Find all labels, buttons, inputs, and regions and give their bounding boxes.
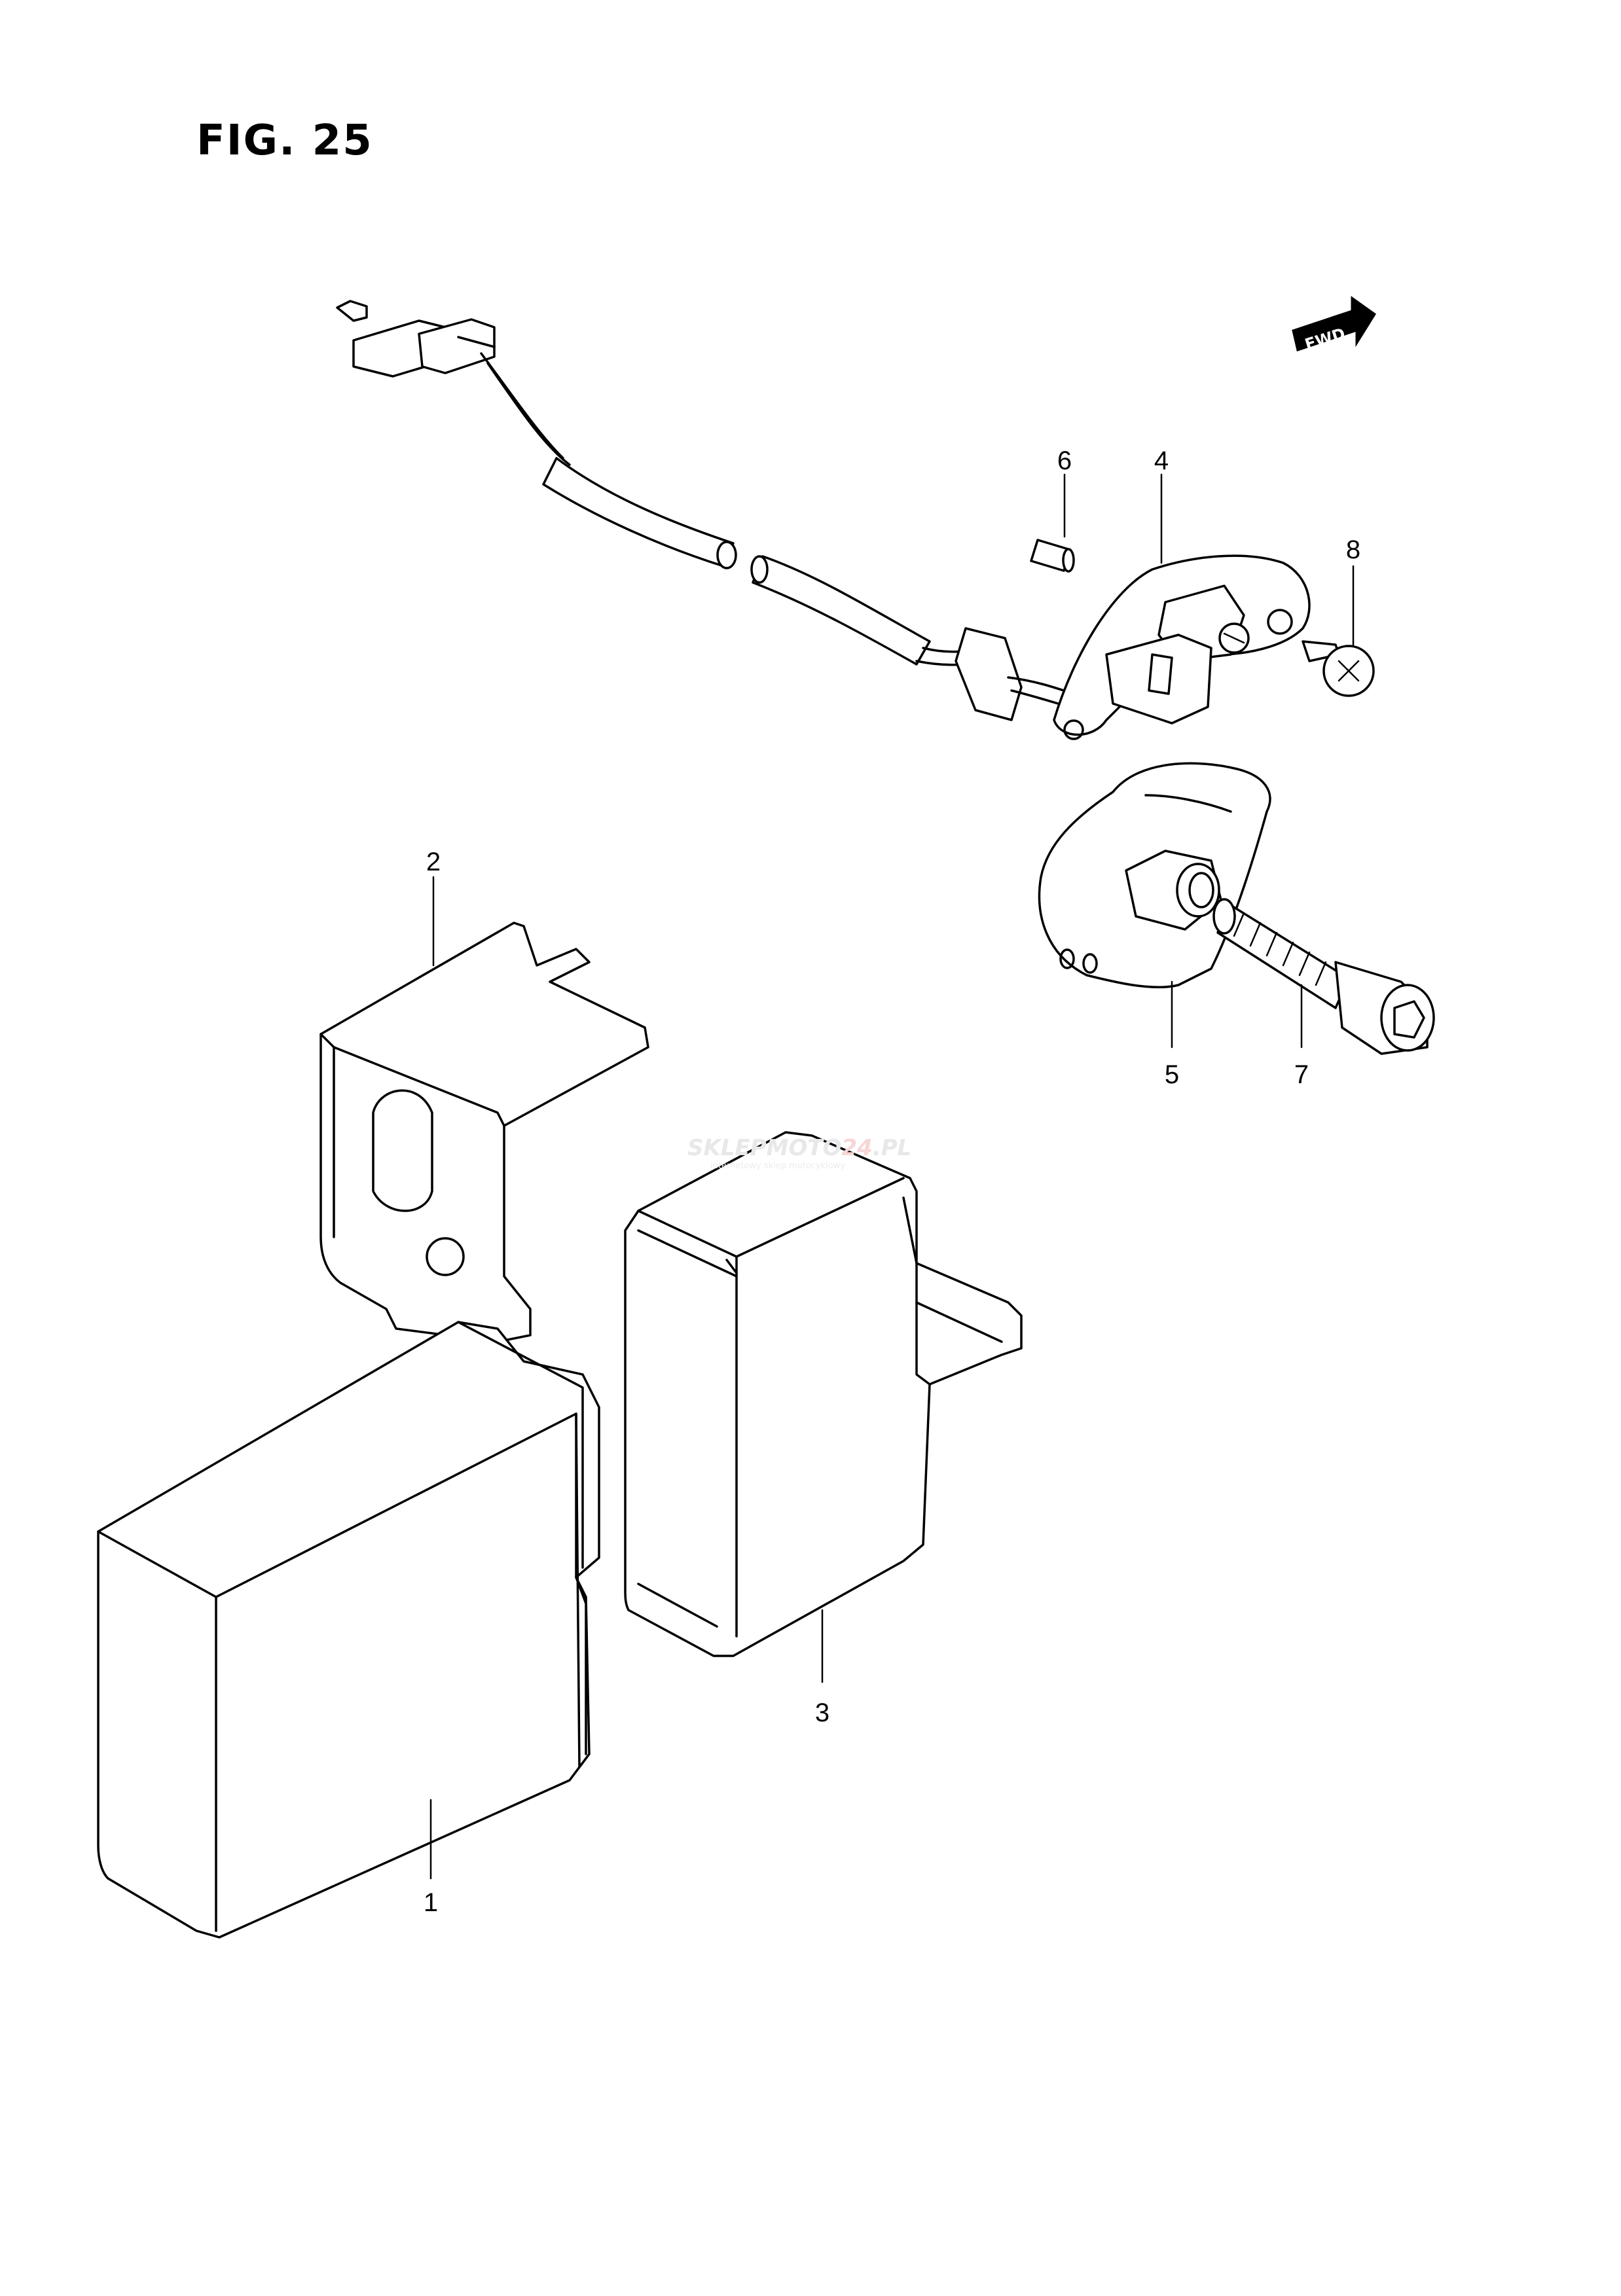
watermark-brand-mid: 24 bbox=[841, 1135, 872, 1161]
part-3-case bbox=[624, 1131, 1023, 1657]
svg-text:SKLEPMOTO24.PL: SKLEPMOTO24.PL bbox=[687, 1135, 911, 1161]
callout-labels: 1 2 3 4 5 6 7 8 bbox=[424, 446, 1360, 1917]
callout-5: 5 bbox=[1165, 1060, 1179, 1089]
watermark: SKLEPMOTO24.PL internetowy sklep motocyk… bbox=[687, 1135, 911, 1171]
callout-7: 7 bbox=[1294, 1060, 1309, 1089]
part-1-control-unit bbox=[97, 1321, 600, 1939]
callout-8: 8 bbox=[1346, 535, 1360, 564]
part-8-screw bbox=[1302, 640, 1375, 697]
watermark-tagline: internetowy sklep motocyklowy bbox=[710, 1161, 845, 1171]
callout-6: 6 bbox=[1057, 446, 1072, 475]
leader-lines bbox=[429, 473, 1355, 1880]
part-5-rotor-plate bbox=[1038, 762, 1271, 989]
part-2-bracket bbox=[319, 922, 649, 1343]
fwd-arrow-icon: FWD bbox=[1292, 296, 1377, 354]
wiring-harness bbox=[336, 300, 1082, 721]
callout-2: 2 bbox=[426, 848, 441, 876]
watermark-brand-start: SKLEPMOTO bbox=[687, 1135, 841, 1161]
figure-title: FIG. 25 bbox=[196, 117, 373, 165]
callout-1: 1 bbox=[424, 1888, 438, 1917]
callout-4: 4 bbox=[1154, 446, 1169, 475]
callout-3: 3 bbox=[815, 1698, 829, 1727]
part-7-cap-screw bbox=[1212, 898, 1435, 1055]
part-6-pin bbox=[1030, 539, 1075, 573]
part-4-pickup-coil bbox=[1053, 554, 1311, 740]
watermark-brand-end: .PL bbox=[873, 1135, 912, 1161]
